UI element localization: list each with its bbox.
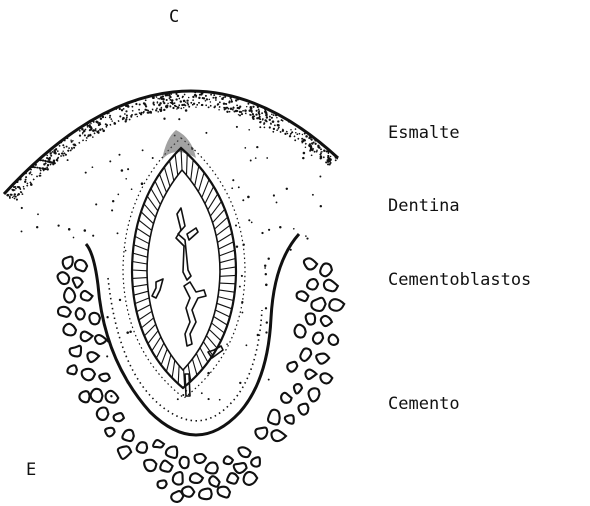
label-cementoblastos: Cementoblastos bbox=[388, 272, 531, 289]
cementoblast-cell bbox=[87, 352, 99, 362]
cementoblast-cell bbox=[173, 472, 183, 485]
cementoblast-cell bbox=[122, 430, 133, 441]
cementoblast-cell bbox=[153, 440, 164, 447]
cementoblast-cell bbox=[306, 313, 315, 324]
cementoblast-cell bbox=[199, 489, 212, 500]
cementoblast-cell bbox=[209, 476, 219, 486]
pulp-horn-shading bbox=[162, 130, 196, 160]
cementoblast-cell bbox=[70, 346, 81, 357]
label-cemento: Cemento bbox=[388, 396, 460, 413]
cementoblast-cells bbox=[58, 257, 345, 502]
vessel-middle bbox=[184, 282, 206, 346]
vessel-left bbox=[152, 279, 163, 298]
cementoblast-cell bbox=[321, 316, 332, 326]
cementoblast-cell bbox=[114, 413, 124, 421]
cementoblast-cell bbox=[76, 308, 85, 319]
cementoblast-cell bbox=[309, 388, 320, 401]
cementoblast-cell bbox=[298, 404, 308, 415]
cementoblast-cell bbox=[329, 299, 344, 311]
cementoblast-cell bbox=[311, 298, 325, 311]
cementoblast-cell bbox=[99, 374, 110, 382]
cementoblast-cell bbox=[166, 446, 177, 457]
cementoblast-cell bbox=[63, 324, 76, 336]
cementoblast-cell bbox=[271, 430, 286, 441]
cementoblast-cell bbox=[294, 384, 302, 393]
cementoblast-cell bbox=[157, 480, 166, 488]
cementoblast-cell bbox=[268, 410, 280, 425]
cementoblast-cell bbox=[195, 454, 206, 463]
cementoblast-cell bbox=[320, 263, 332, 276]
cementoblast-cell bbox=[307, 279, 318, 289]
cementoblast-cell bbox=[304, 258, 317, 269]
cementoblast-cell bbox=[316, 354, 329, 364]
cementoblast-cell bbox=[227, 473, 238, 483]
pulp-chamber bbox=[123, 130, 245, 398]
cementoblast-cell bbox=[63, 257, 73, 269]
cementoblast-cell bbox=[64, 288, 75, 303]
cementoblast-cell bbox=[75, 260, 87, 271]
cementoblast-cell bbox=[137, 442, 147, 453]
cementoblast-cell bbox=[218, 487, 230, 498]
cementoblast-cell bbox=[97, 408, 109, 420]
cementoblast-cell bbox=[144, 460, 156, 471]
cementoblast-cell bbox=[79, 391, 89, 402]
cementoblast-cell bbox=[287, 362, 297, 372]
vessel-upper bbox=[176, 208, 191, 280]
cementoblast-cell bbox=[73, 278, 83, 288]
cementoblast-cell bbox=[320, 373, 332, 383]
cementoblast-cell bbox=[305, 370, 316, 380]
cementum-outline bbox=[86, 234, 299, 435]
cementoblast-cell bbox=[67, 365, 76, 374]
cementoblast-cell bbox=[295, 325, 306, 338]
label-esmalte: Esmalte bbox=[388, 125, 460, 142]
cementoblast-cell bbox=[58, 307, 71, 317]
cementoblast-cell bbox=[238, 447, 250, 457]
cementoblast-cell bbox=[95, 335, 107, 344]
cementoblast-cell bbox=[251, 457, 260, 466]
cementoblast-cell bbox=[206, 463, 218, 474]
cementoblast-cell bbox=[82, 369, 95, 380]
dentin-stipple bbox=[19, 59, 330, 400]
cementoblast-cell bbox=[160, 461, 172, 472]
corner-label-top: C bbox=[169, 9, 179, 26]
cementoblast-cell bbox=[171, 491, 183, 502]
cementum-inner-dots bbox=[108, 278, 262, 421]
cementoblast-cell bbox=[58, 272, 70, 284]
cementoblast-cell bbox=[313, 333, 323, 344]
cementoblast-cell bbox=[224, 456, 233, 464]
cementoblast-cell bbox=[81, 332, 93, 342]
vessel-branch bbox=[187, 228, 198, 240]
label-dentina: Dentina bbox=[388, 198, 460, 215]
cementoblast-cell bbox=[180, 457, 189, 468]
cementoblast-cell bbox=[255, 428, 267, 439]
cementoblast-cell bbox=[297, 291, 309, 301]
cementoblast-cell bbox=[329, 335, 339, 345]
cementoblast-cell bbox=[324, 280, 338, 292]
cementoblast-cell bbox=[118, 446, 131, 459]
corner-label-bottom: E bbox=[26, 462, 36, 479]
cementoblast-cell bbox=[105, 428, 114, 437]
cementoblast-cell bbox=[285, 415, 294, 424]
cementoblast-cell bbox=[89, 313, 100, 324]
cementoblast-cell bbox=[81, 291, 93, 301]
cementoblast-cell bbox=[300, 348, 311, 361]
cementoblast-cell bbox=[281, 393, 292, 403]
root-boundary bbox=[86, 234, 299, 435]
cementoblast-cell bbox=[244, 472, 258, 485]
cementoblast-cell bbox=[91, 389, 103, 402]
cementoblast-cell bbox=[190, 473, 203, 483]
cementoblast-cell bbox=[234, 463, 247, 473]
